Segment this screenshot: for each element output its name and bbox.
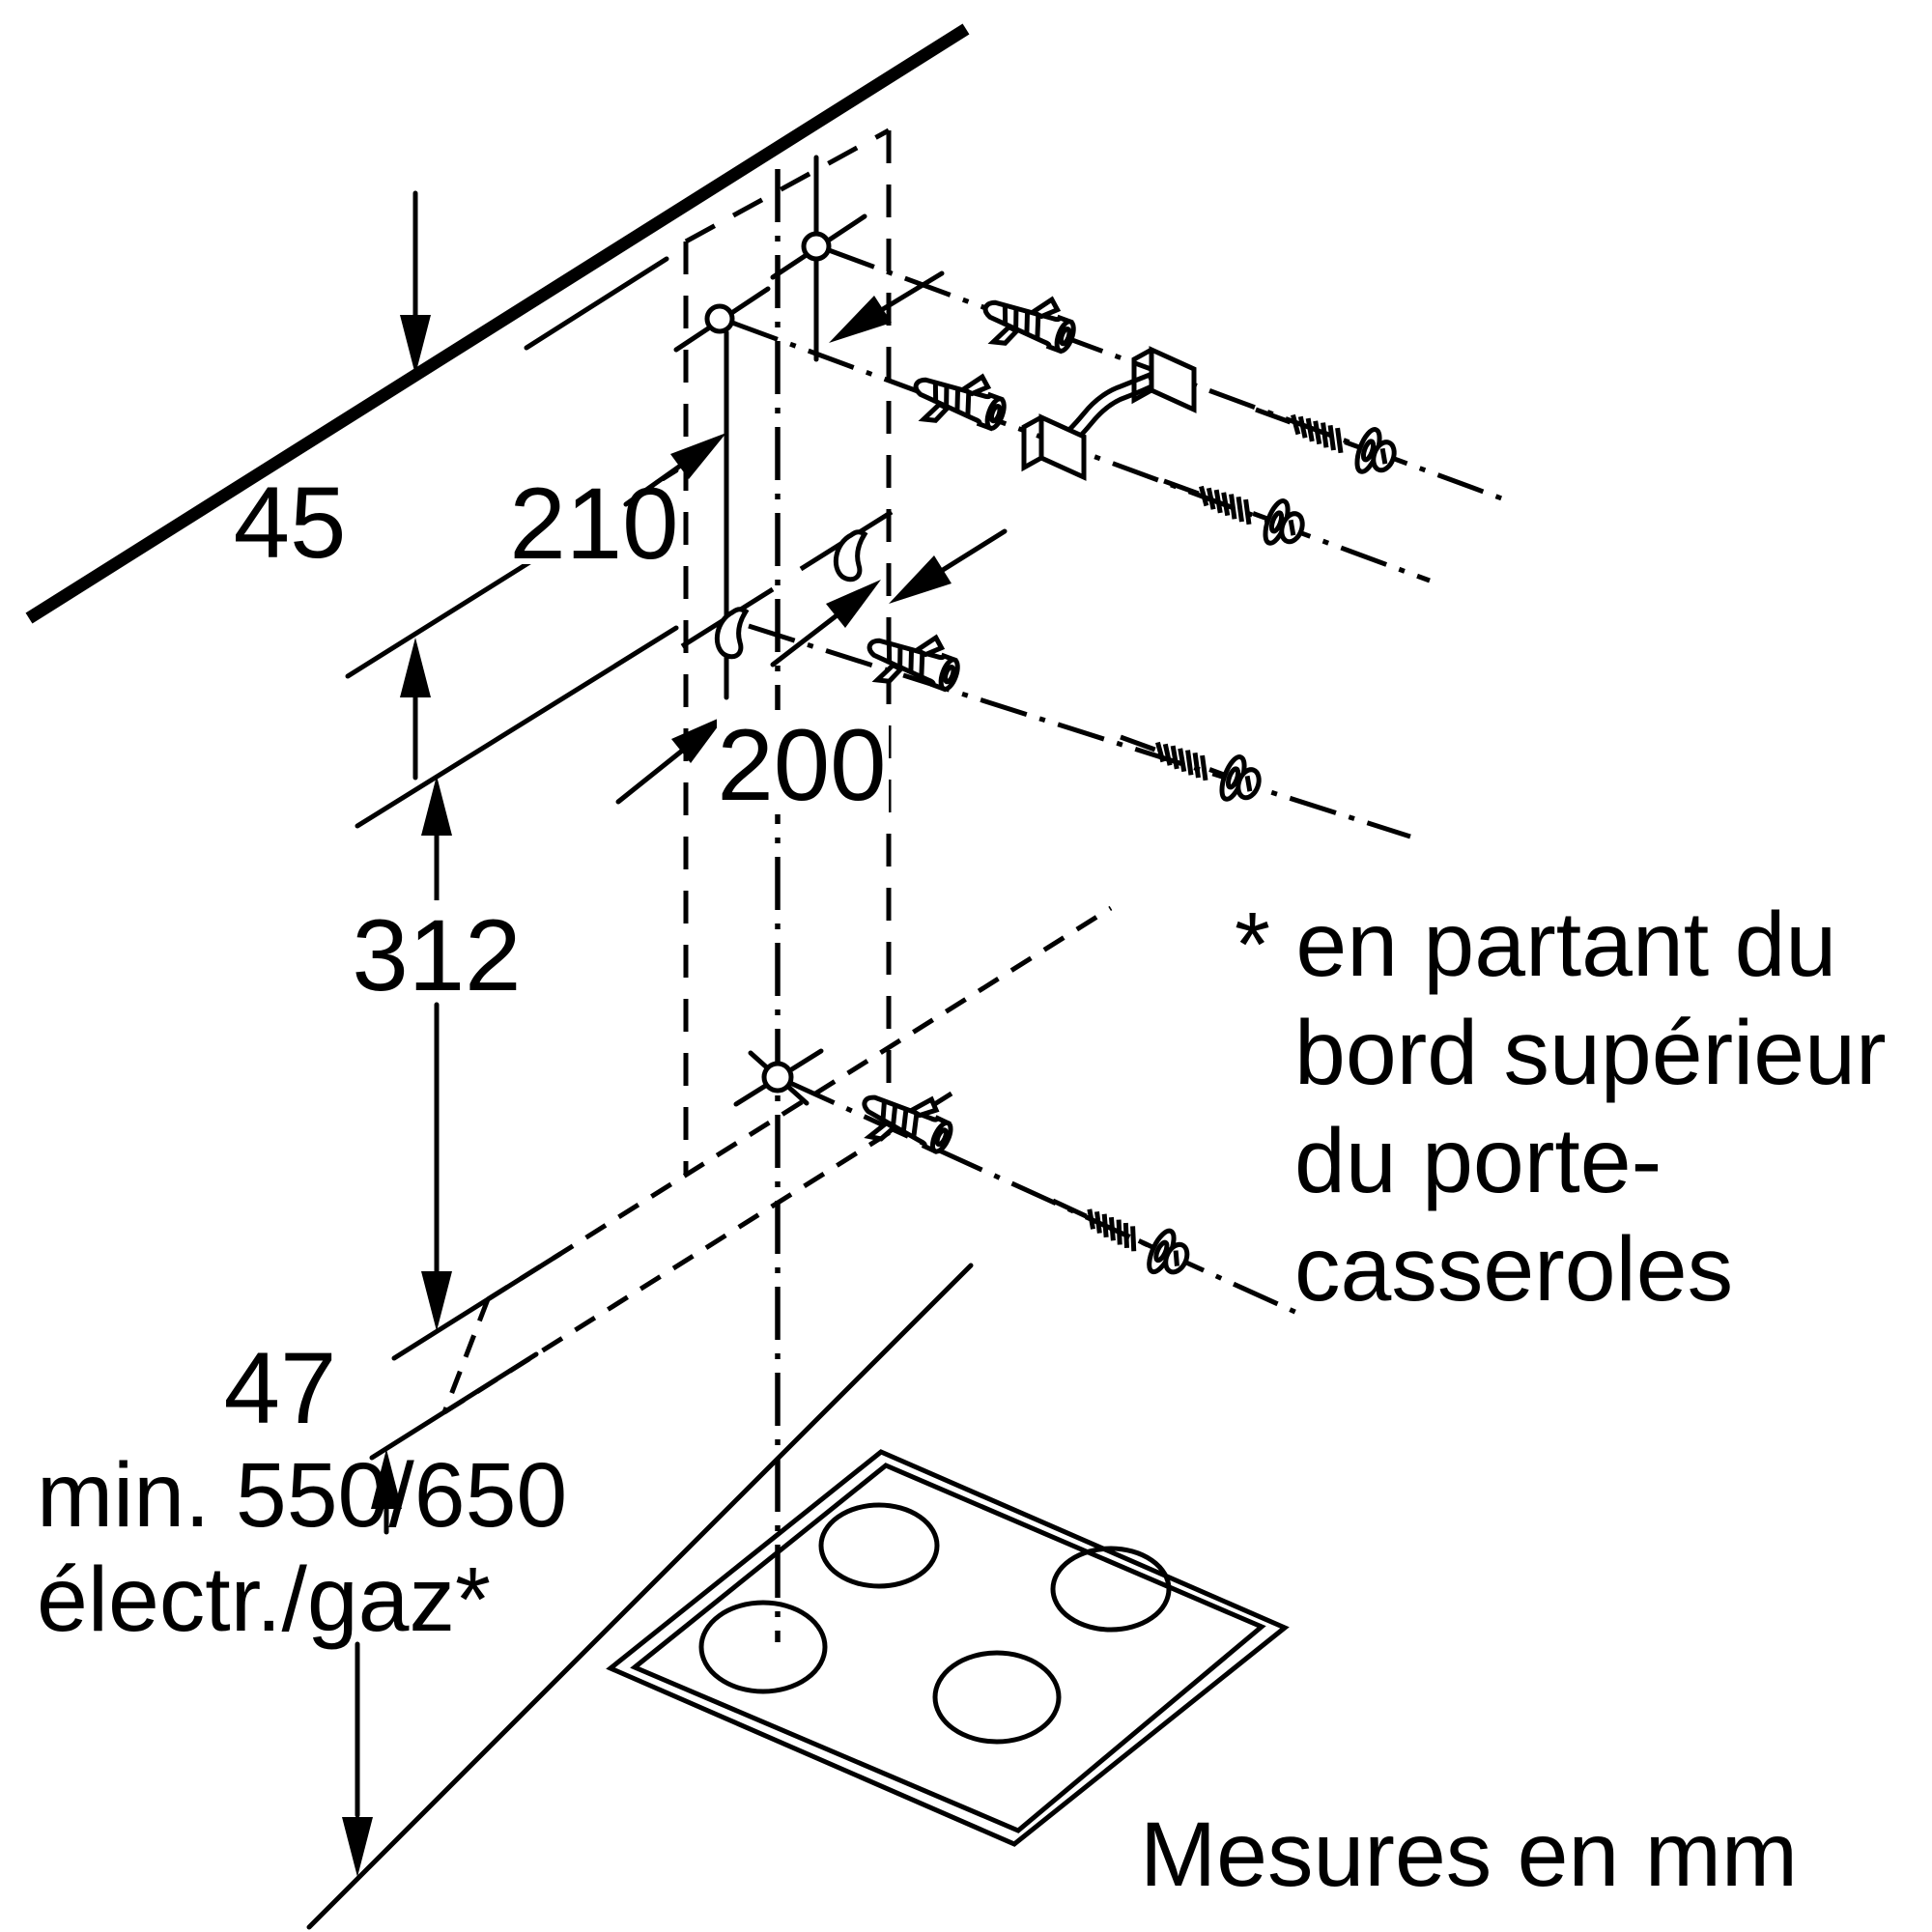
burner-icon [1050, 1546, 1172, 1633]
burner-icon [818, 1502, 940, 1589]
footnote-line4: casseroles [1294, 1218, 1733, 1321]
counter-line [306, 1263, 974, 1930]
dimension-200: 200 [615, 580, 889, 822]
footnote-line1: * en partant du [1235, 894, 1836, 996]
units-caption: Mesures en mm [1140, 1804, 1798, 1906]
lower-fixing-hole-icon [733, 1048, 824, 1107]
wall-anchor-icon [906, 356, 1012, 444]
assembly-arrow [829, 270, 945, 343]
footnote-line3: du porte- [1294, 1110, 1662, 1212]
leader-row3 [748, 623, 1411, 839]
hood-top-extension-line [391, 1251, 563, 1361]
screw-icon [1248, 388, 1401, 480]
dim-min-label-line2: électr./gaz* [37, 1548, 491, 1651]
mounting-bracket-icon [1021, 346, 1197, 481]
dim-47-label: 47 [224, 1332, 337, 1445]
burner-icon [698, 1600, 828, 1694]
footnote-line2: bord supérieur [1294, 1002, 1887, 1104]
dimension-45: 45 [234, 190, 431, 781]
dimension-312: 312 [352, 776, 522, 1331]
screw-icon [1113, 716, 1265, 808]
dim-200-label: 200 [717, 709, 886, 822]
dim-45-label: 45 [234, 467, 347, 580]
dimension-47: 47 [224, 1332, 402, 1535]
cooktop-icon [606, 1449, 1290, 1847]
ceiling-line [25, 23, 970, 624]
duct-outline [683, 128, 892, 1174]
dimension-210: 210 [509, 433, 726, 581]
drill-hole-icon [770, 155, 867, 362]
wall-anchor-icon [860, 617, 966, 705]
ceiling-offset-line [524, 256, 669, 351]
screw-icon [1043, 1180, 1194, 1283]
hood-lip-extension-line [369, 1351, 539, 1461]
footnote: * en partant du bord supérieur du porte-… [1235, 894, 1887, 1321]
hanging-screw-reference-line [355, 625, 679, 829]
screw-icon [1156, 460, 1309, 552]
hook-screw-icon [801, 512, 892, 580]
dim-min-label-line1: min. 550/650 [37, 1444, 567, 1547]
wall-anchor-icon [976, 279, 1082, 367]
dim-312-label: 312 [352, 899, 521, 1012]
assembly-arrow [889, 528, 1008, 604]
dim-210-label: 210 [509, 468, 678, 581]
leader-row4 [788, 1080, 1301, 1317]
dimension-min-550-650: min. 550/650 électr./gaz* [37, 1444, 567, 1877]
burner-icon [932, 1650, 1062, 1745]
